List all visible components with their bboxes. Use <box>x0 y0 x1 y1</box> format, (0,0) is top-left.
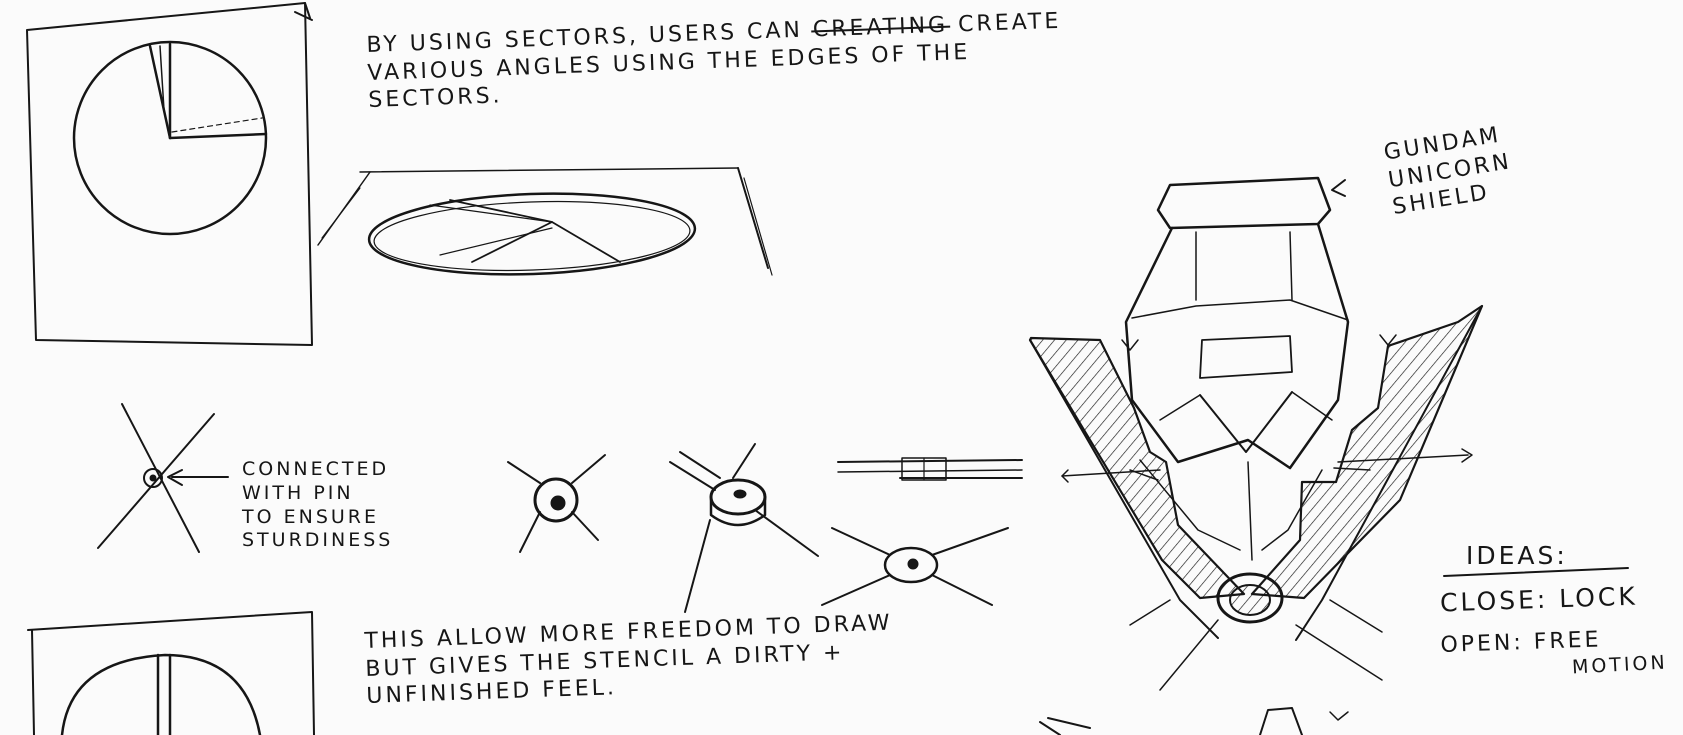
ideas-open: OPEN: FREE <box>1440 626 1602 659</box>
pin-note-line2: WITH PIN <box>242 482 354 504</box>
pin-arrow-icon <box>168 470 228 485</box>
pie-sector-top <box>74 42 266 234</box>
shield-sketch <box>1030 178 1482 690</box>
sectors-note-struck-word: CREATING <box>812 12 948 44</box>
pin-note-line1: CONNECTED <box>242 458 389 480</box>
pin-closeup-2 <box>670 444 818 612</box>
sectors-note-line3: SECTORS. <box>368 83 503 113</box>
ideas-heading: IDEAS: <box>1466 540 1568 571</box>
card-bottom-left <box>28 612 314 735</box>
perspective-plate <box>318 168 772 280</box>
pin-note-line3: TO ENSURE <box>242 506 379 528</box>
pin-note: CONNECTED WITH PIN TO ENSURE STURDINESS <box>242 458 393 553</box>
ideas-open-motion: MOTION <box>1571 652 1668 681</box>
pin-closeup-1 <box>508 455 605 552</box>
pin-closeup-3 <box>822 528 1008 605</box>
partial-sketch-bottom <box>1040 708 1348 735</box>
pin-note-line4: STURDINESS <box>242 529 393 551</box>
sectors-note-line1b: CREATE <box>948 9 1062 38</box>
pin-side-view <box>838 458 1022 480</box>
